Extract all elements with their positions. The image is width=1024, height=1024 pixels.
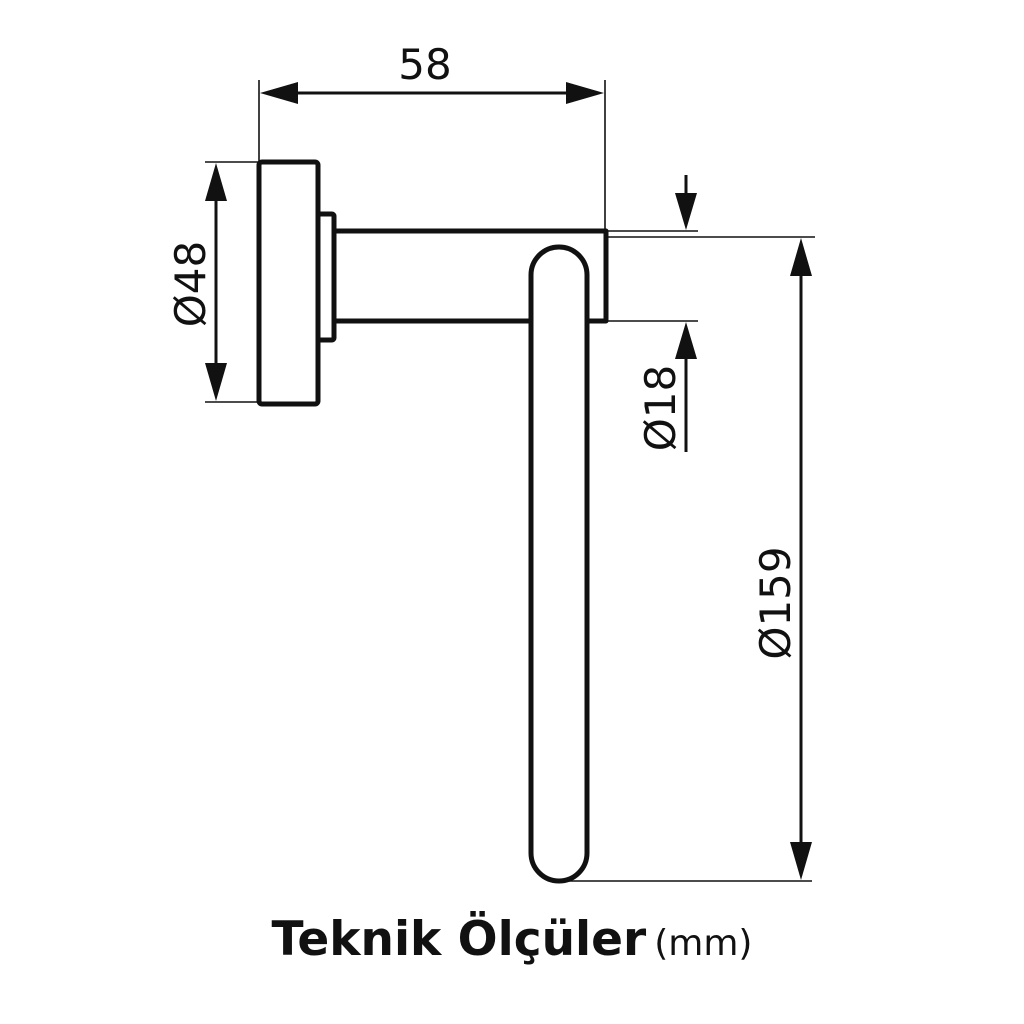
caption-title: Teknik Ölçüler bbox=[271, 912, 647, 967]
drawing-caption: Teknik Ölçüler(mm) bbox=[0, 912, 1024, 967]
wall-rosette bbox=[256, 159, 321, 407]
dimension-ring-label: Ø159 bbox=[751, 546, 800, 659]
dim-arrow-right bbox=[566, 82, 604, 104]
dim-arrow-bottom bbox=[205, 363, 227, 401]
dimension-rosette-label: Ø48 bbox=[166, 241, 215, 328]
caption-unit: (mm) bbox=[654, 923, 753, 964]
dimension-bar-label: Ø18 bbox=[636, 365, 685, 452]
dim-arrow-down bbox=[675, 193, 697, 230]
dim-arrow-top bbox=[205, 163, 227, 201]
holder-ring bbox=[528, 244, 590, 884]
dimension-depth: 58 bbox=[258, 40, 606, 231]
dim-arrow-bottom bbox=[790, 842, 812, 880]
dimension-rosette: Ø48 bbox=[166, 161, 259, 403]
dim-arrow-left bbox=[260, 82, 298, 104]
dim-arrow-top bbox=[790, 238, 812, 276]
dimension-bar: Ø18 bbox=[606, 175, 698, 452]
dim-arrow-up bbox=[675, 322, 697, 359]
dimension-ring: Ø159 bbox=[560, 236, 815, 882]
dimension-depth-label: 58 bbox=[398, 40, 451, 89]
